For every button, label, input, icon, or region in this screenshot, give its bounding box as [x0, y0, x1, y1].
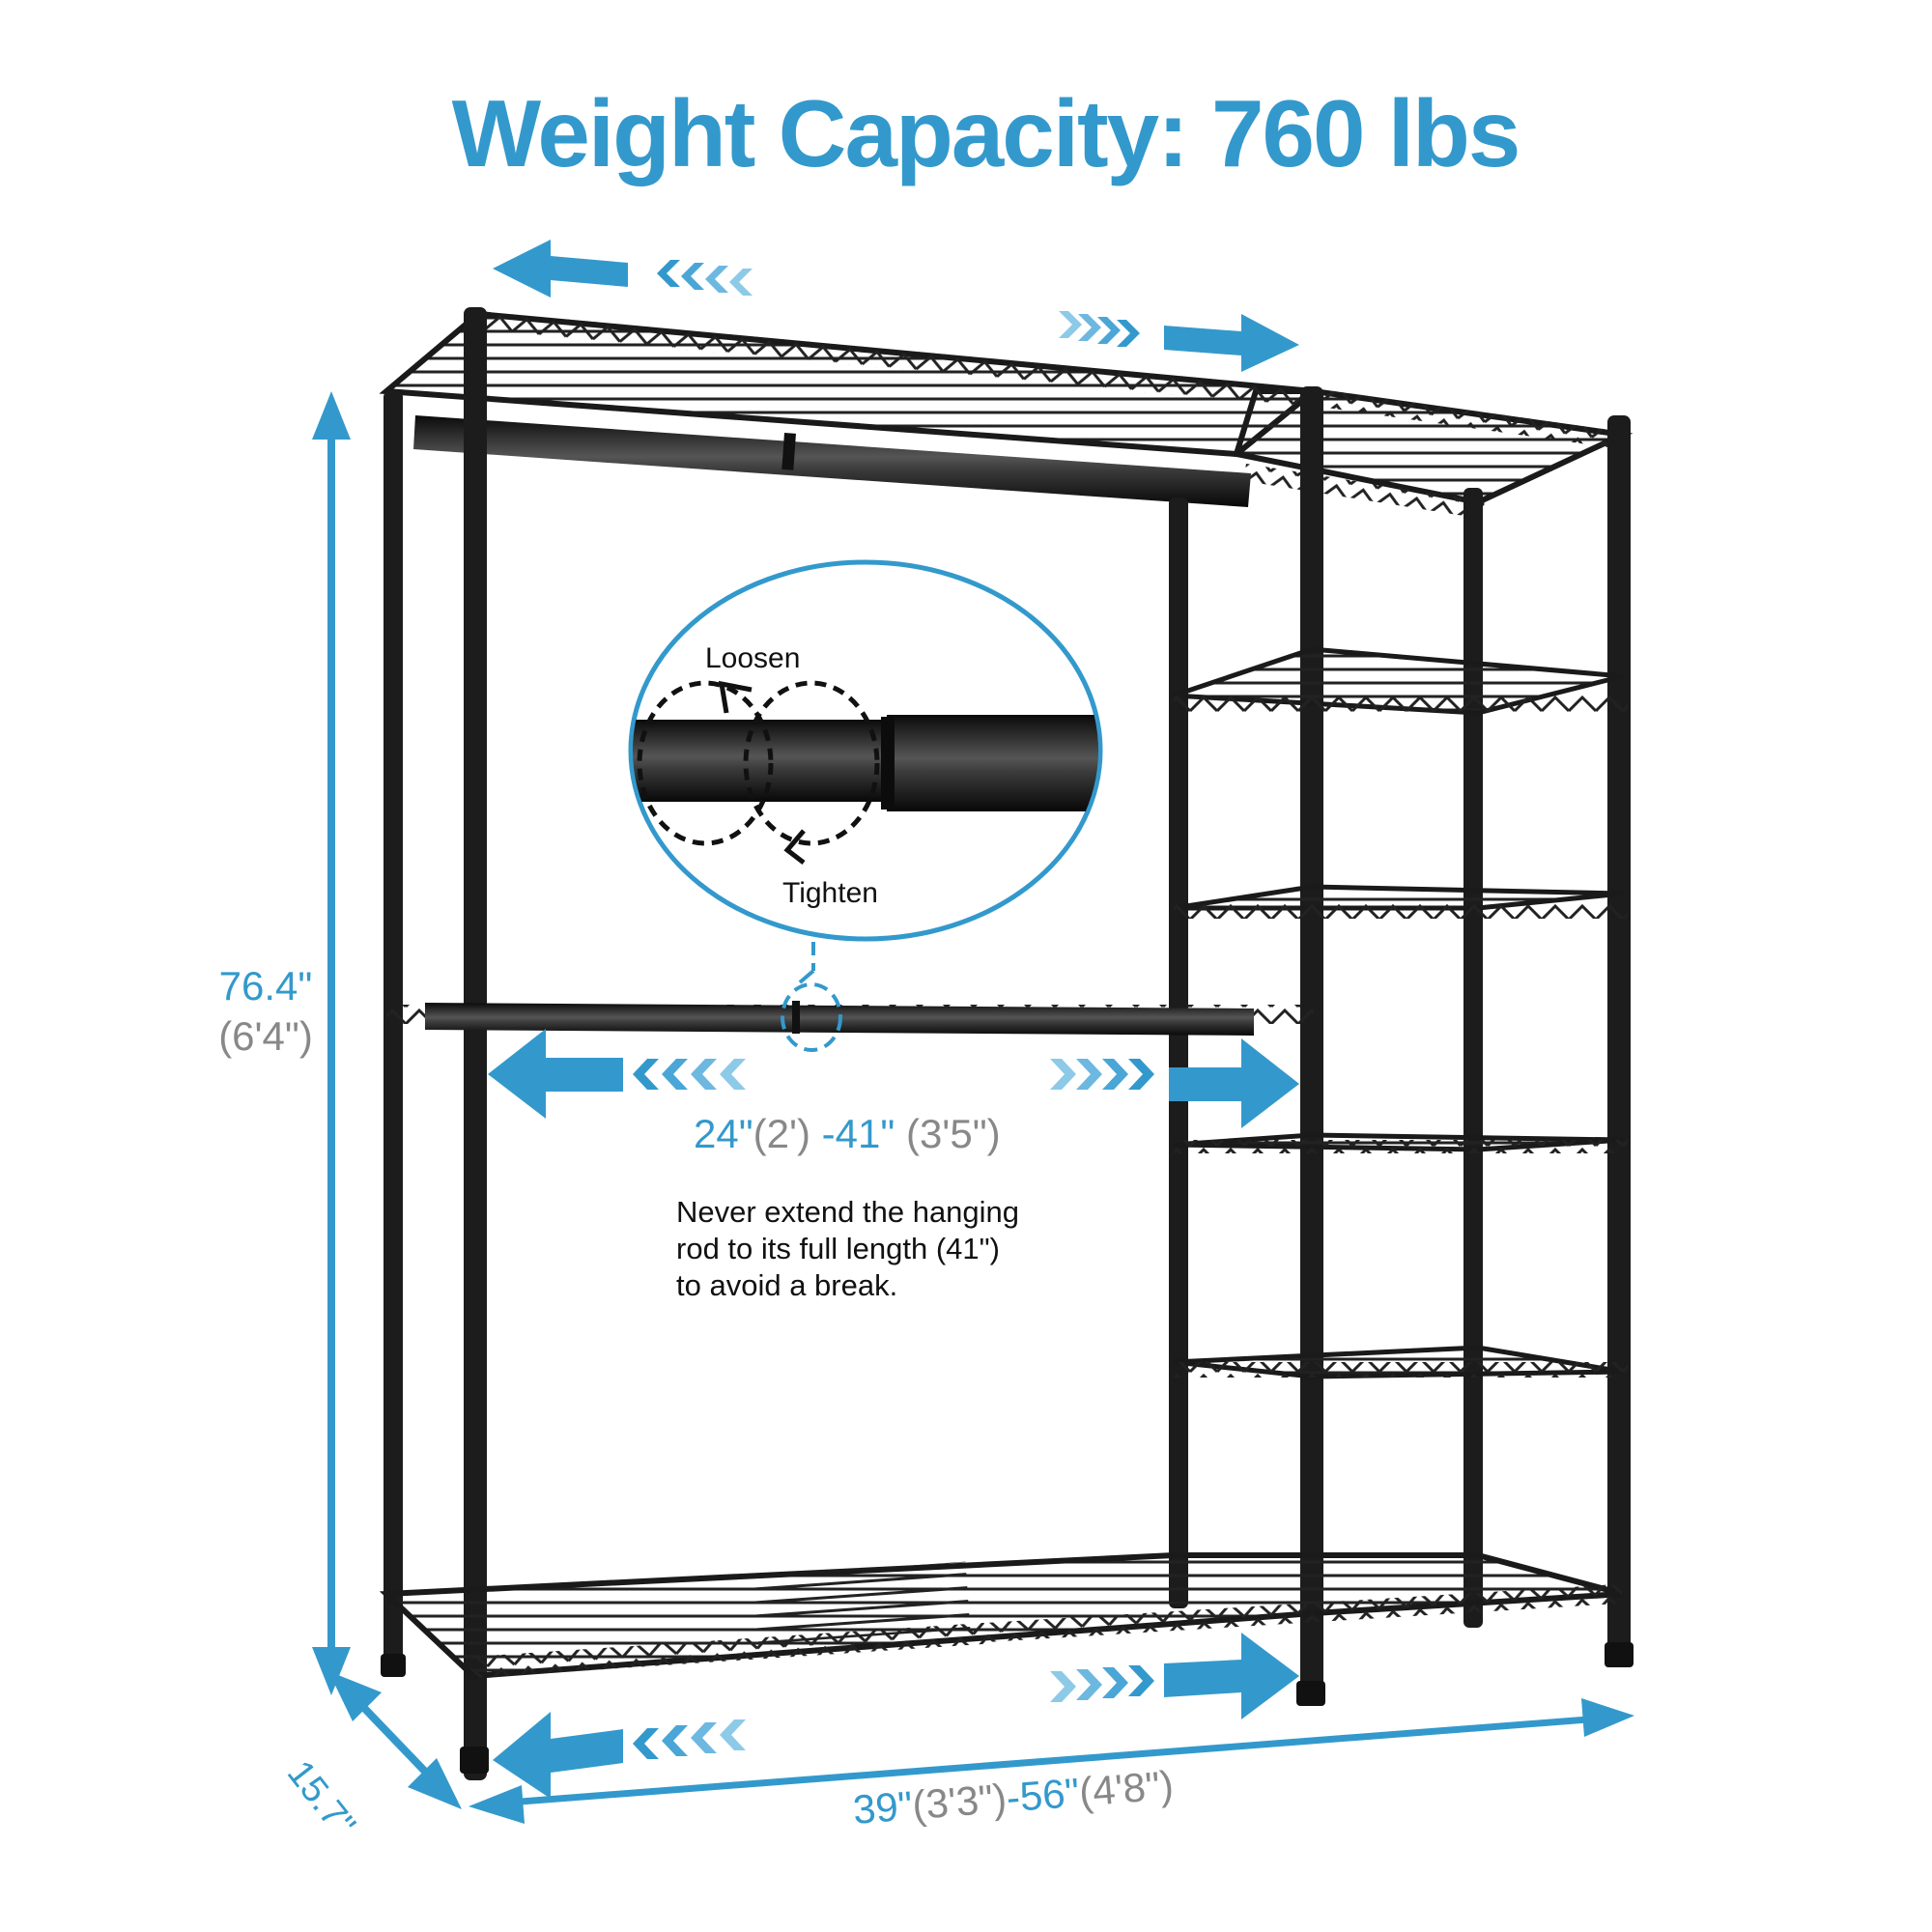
- frame-posts: [381, 307, 1634, 1780]
- rotate-loosen-icon: [637, 680, 774, 846]
- page-title: Weight Capacity: 760 lbs: [451, 80, 1521, 186]
- bottom-shelf: [379, 1552, 1624, 1680]
- width-dimension-arrow: [469, 1698, 1634, 1824]
- height-dimension-arrow: [312, 391, 351, 1695]
- expand-right-arrow-icon: [1164, 314, 1299, 372]
- top-expand-arrows: [493, 240, 1299, 372]
- rod-joint-callout: [628, 559, 1103, 942]
- height-value: 76.4": [218, 963, 313, 1009]
- expand-right-arrow-icon: [1164, 1633, 1299, 1719]
- expand-left-arrow-icon: [493, 240, 628, 298]
- top-shelf: [379, 310, 1634, 519]
- height-imperial: (6'4"): [218, 1013, 313, 1059]
- expand-left-arrow-icon: [488, 1029, 623, 1119]
- note-line-1: Never extend the hanging: [676, 1195, 1020, 1229]
- expand-right-arrow-icon: [1169, 1038, 1299, 1128]
- expand-left-arrow-icon: [493, 1712, 623, 1799]
- warning-note: Never extend the hanging rod to its full…: [676, 1194, 1121, 1304]
- rod-max: 41": [835, 1111, 895, 1156]
- width-min-imperial: (3'3"): [910, 1775, 1009, 1829]
- rotate-tighten-icon: [743, 680, 880, 846]
- loosen-label: Loosen: [705, 642, 801, 674]
- width-max: 56": [1017, 1769, 1082, 1820]
- middle-hanging-rod: [386, 942, 1314, 1052]
- depth-dimension-arrow: [328, 1671, 462, 1809]
- rod-max-imperial: (3'5"): [895, 1111, 1001, 1156]
- rod-separator: -: [810, 1111, 836, 1156]
- bottom-expand-arrows: [493, 1633, 1299, 1799]
- note-line-2: rod to its full length (41"): [676, 1232, 1000, 1265]
- width-max-imperial: (4'8"): [1077, 1762, 1176, 1815]
- middle-expand-arrows: [488, 1029, 1299, 1128]
- height-dimension-label: 76.4" (6'4"): [198, 961, 333, 1062]
- width-min: 39": [851, 1782, 915, 1833]
- side-shelves: [1173, 646, 1628, 1379]
- note-line-3: to avoid a break.: [676, 1268, 898, 1302]
- tighten-label: Tighten: [782, 877, 878, 909]
- rod-min-imperial: (2'): [753, 1111, 810, 1156]
- rod-length-label: 24"(2') -41" (3'5"): [694, 1111, 1001, 1157]
- rod-min: 24": [694, 1111, 753, 1156]
